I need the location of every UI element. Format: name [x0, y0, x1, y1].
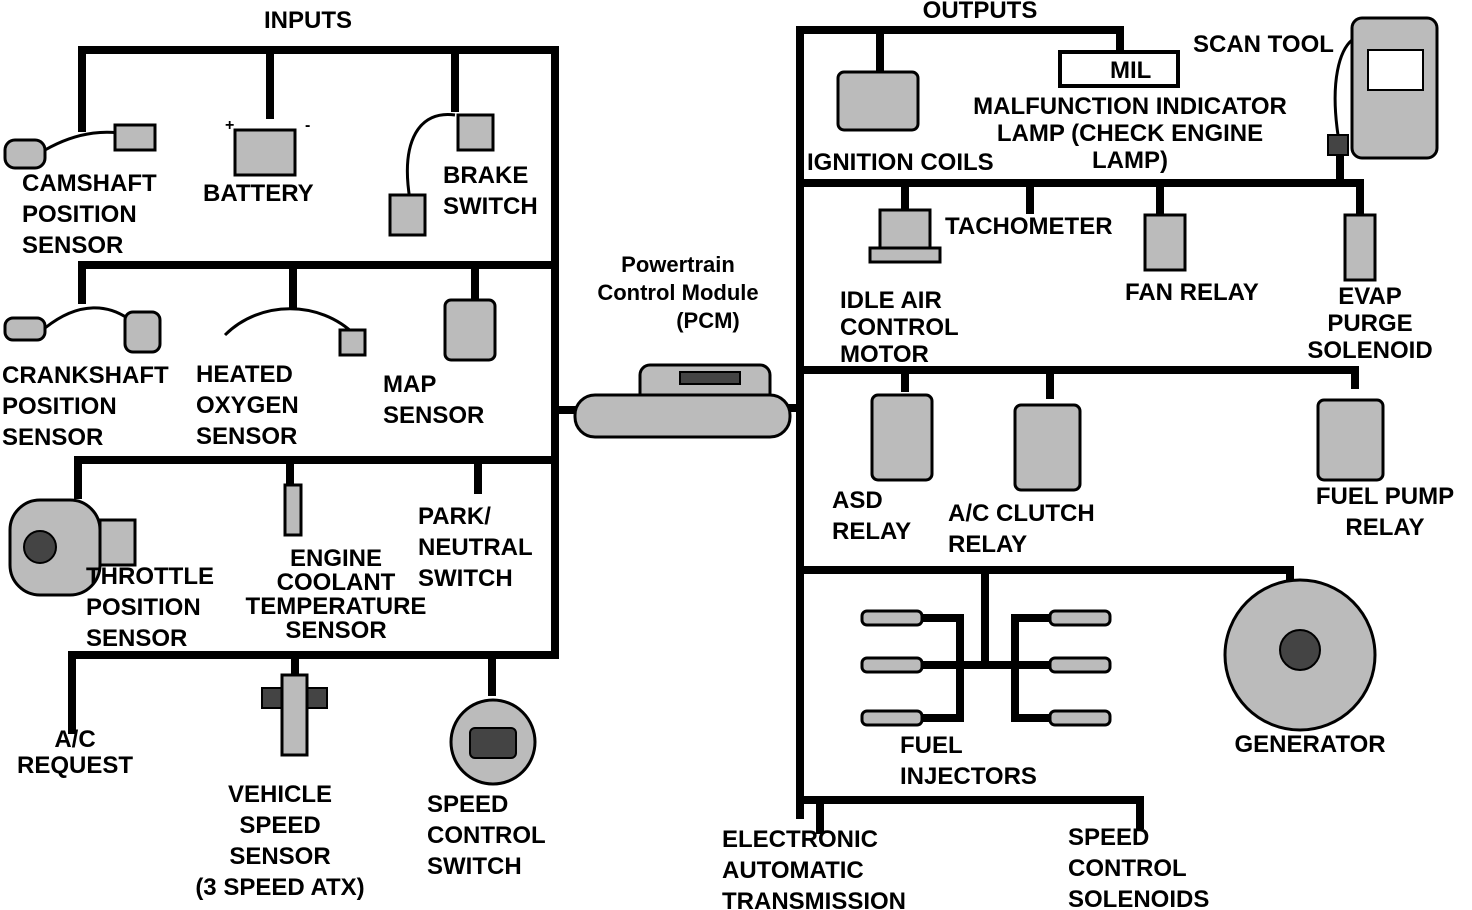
injectors-label: FUEL: [900, 732, 963, 759]
evap-label: EVAP: [1338, 283, 1402, 310]
asd-label: RELAY: [832, 518, 911, 545]
fuel-pump-label: FUEL PUMP: [1316, 483, 1454, 510]
iac-label: IDLE AIR: [840, 287, 942, 314]
speed-switch-label: CONTROL: [427, 822, 546, 849]
iac-label: MOTOR: [840, 341, 929, 368]
mil-lamp-icon: [1058, 50, 1180, 88]
pcm-label: (PCM): [676, 308, 740, 333]
ac-clutch-relay-icon: [1013, 403, 1082, 492]
throttle-label: POSITION: [86, 594, 201, 621]
oxygen-label: HEATED: [196, 361, 293, 388]
pcm-label: Control Module: [597, 280, 758, 305]
pcm-label: Powertrain: [621, 252, 735, 277]
generator-label: GENERATOR: [1234, 731, 1385, 758]
solenoids-label: SOLENOIDS: [1068, 886, 1209, 910]
speed-switch-label: SWITCH: [427, 853, 522, 880]
coolant-label: ENGINE: [290, 545, 382, 572]
scan-label: SCAN TOOL: [1193, 31, 1334, 58]
vss-label: VEHICLE: [228, 781, 332, 808]
vehicle-speed-sensor-icon: [261, 673, 328, 757]
vss-label: SPEED: [239, 812, 320, 839]
throttle-label: SENSOR: [86, 625, 187, 652]
coolant-label: TEMPERATURE: [246, 593, 427, 620]
camshaft-label: POSITION: [22, 201, 137, 228]
svg-text:-: -: [305, 117, 310, 134]
pcm-module-icon: [573, 363, 792, 439]
camshaft-sensor-icon: [3, 123, 157, 170]
brake-label: BRAKE: [443, 162, 528, 189]
mil-box-label: MIL: [1110, 57, 1151, 84]
mil-label: MALFUNCTION INDICATOR: [973, 93, 1287, 120]
oxygen-label: OXYGEN: [196, 392, 299, 419]
map-label: MAP: [383, 371, 436, 398]
asd-label: ASD: [832, 487, 883, 514]
eat-label: ELECTRONIC: [722, 826, 878, 853]
ac-clutch-label: A/C CLUTCH: [948, 500, 1095, 527]
camshaft-label: CAMSHAFT: [22, 170, 157, 197]
ac-clutch-label: RELAY: [948, 531, 1027, 558]
battery-label: BATTERY: [203, 180, 314, 207]
map-sensor-icon: [443, 298, 497, 362]
solenoids-label: SPEED: [1068, 824, 1149, 851]
park-label: SWITCH: [418, 565, 513, 592]
coolant-label: SENSOR: [285, 617, 386, 644]
crankshaft-label: POSITION: [2, 393, 117, 420]
speed-switch-label: SPEED: [427, 791, 508, 818]
mil-label: LAMP (CHECK ENGINE: [997, 120, 1263, 147]
ac-request-label: REQUEST: [17, 752, 133, 779]
injectors-label: INJECTORS: [900, 763, 1037, 790]
battery-icon: +-: [225, 117, 310, 177]
generator-icon: [1223, 578, 1377, 732]
fuel-injectors-icon: [860, 609, 1112, 727]
brake-label: SWITCH: [443, 193, 538, 220]
bus-lines: [68, 26, 1364, 834]
idle-air-control-icon: [868, 208, 942, 264]
fuel-pump-relay-icon: [1316, 398, 1385, 482]
evap-label: PURGE: [1327, 310, 1412, 337]
throttle-label: THROTTLE: [86, 563, 214, 590]
inputs-header: INPUTS: [264, 7, 352, 34]
map-label: SENSOR: [383, 402, 484, 429]
components: +-: [3, 16, 1439, 786]
evap-label: SOLENOID: [1307, 337, 1432, 364]
mil-label: LAMP): [1092, 147, 1168, 174]
crankshaft-sensor-icon: [3, 306, 162, 354]
outputs-header: OUTPUTS: [923, 0, 1038, 24]
oxygen-sensor-icon: [223, 307, 367, 357]
crankshaft-label: SENSOR: [2, 424, 103, 451]
scan-tool-icon: [1327, 16, 1439, 160]
vss-label: SENSOR: [229, 843, 330, 870]
throttle-sensor-icon: [8, 498, 137, 597]
eat-label: AUTOMATIC: [722, 857, 864, 884]
eat-label: TRANSMISSION: [722, 888, 906, 910]
iac-label: CONTROL: [840, 314, 959, 341]
oxygen-label: SENSOR: [196, 423, 297, 450]
brake-switch-icon: [388, 112, 495, 237]
fan-label: FAN RELAY: [1125, 279, 1259, 306]
camshaft-label: SENSOR: [22, 232, 123, 259]
evap-solenoid-icon: [1343, 213, 1377, 282]
ignition-coils-icon: [836, 70, 920, 132]
svg-text:+: +: [225, 117, 234, 134]
park-label: PARK/: [418, 503, 491, 530]
asd-relay-icon: [870, 393, 934, 482]
crankshaft-label: CRANKSHAFT: [2, 362, 169, 389]
tach-label: TACHOMETER: [945, 213, 1113, 240]
vss-label: (3 SPEED ATX): [195, 874, 364, 901]
coolant-sensor-icon: [283, 483, 303, 537]
ignition-label: IGNITION COILS: [807, 149, 994, 176]
speed-control-switch-icon: [449, 698, 537, 786]
ac-request-label: A/C: [54, 726, 95, 753]
solenoids-label: CONTROL: [1068, 855, 1187, 882]
fuel-pump-label: RELAY: [1345, 514, 1424, 541]
fan-relay-icon: [1143, 213, 1187, 272]
coolant-label: COOLANT: [277, 569, 396, 596]
park-label: NEUTRAL: [418, 534, 533, 561]
